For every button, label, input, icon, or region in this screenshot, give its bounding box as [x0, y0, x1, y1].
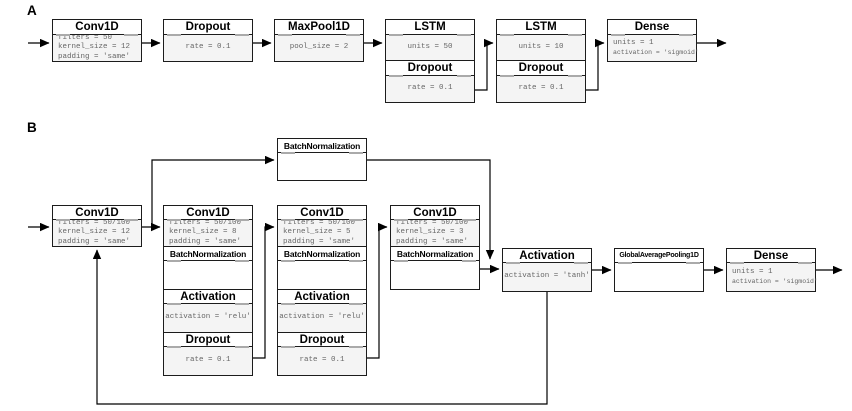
- layer-params: rate = 0.1: [496, 75, 586, 103]
- flow-arrow-b-conv3-conv4: [367, 222, 388, 359]
- layer-params-empty: [163, 260, 253, 290]
- layer-name-label: Conv1D: [390, 205, 480, 221]
- param-line: padding = 'same': [58, 52, 131, 61]
- layer-name-label: LSTM: [496, 19, 586, 36]
- param-line: padding = 'same': [169, 237, 242, 246]
- layer-name-label: LSTM: [385, 19, 475, 36]
- layer-name-label: Dense: [607, 19, 697, 36]
- layer-name-label: Conv1D: [52, 205, 142, 221]
- layer-params-empty: [614, 262, 704, 292]
- layer-name-label: Dropout: [163, 332, 253, 348]
- param-line: rate = 0.1: [299, 356, 345, 365]
- layer-params: activation = 'relu': [163, 303, 253, 333]
- layer-name-label: Activation: [277, 289, 367, 305]
- layer-params: units = 1 activation = 'sigmoid': [726, 262, 818, 292]
- layer-name-label: MaxPool1D: [274, 19, 364, 36]
- layer-block-a-dropout: Dropout rate = 0.1: [163, 19, 253, 62]
- layer-name-label: Conv1D: [52, 19, 142, 36]
- param-line: filters = 50/100: [283, 218, 356, 227]
- layer-params: rate = 0.1: [277, 346, 367, 376]
- flow-arrow-a-lstm1-lstm2: [475, 38, 494, 91]
- layer-name-label: Dropout: [385, 60, 475, 77]
- flow-arrow-b-conv2-conv3: [253, 222, 275, 359]
- param-line: padding = 'same': [283, 237, 356, 246]
- param-line: units = 50: [407, 42, 453, 51]
- section-label-b: B: [27, 120, 37, 135]
- layer-block-a-dense: Dense units = 1 activation = 'sigmoid': [607, 19, 699, 62]
- layer-block-b-batchnorm-branch: BatchNormalization: [277, 138, 367, 181]
- layer-params: rate = 0.1: [385, 75, 475, 103]
- param-line: activation = 'sigmoid': [732, 278, 818, 285]
- param-line: activation = 'sigmoid': [613, 49, 699, 56]
- layer-params: activation = 'tanh': [502, 262, 592, 292]
- param-line: kernel_size = 8: [169, 228, 237, 237]
- param-line: kernel_size = 3: [396, 228, 464, 237]
- layer-params: units = 1 activation = 'sigmoid': [607, 34, 699, 62]
- param-line: rate = 0.1: [518, 84, 564, 93]
- param-line: filters = 50: [58, 33, 113, 42]
- param-line: activation = 'relu': [165, 313, 251, 322]
- layer-params-empty: [277, 260, 367, 290]
- param-line: filters = 50/100: [58, 218, 131, 227]
- param-line: rate = 0.1: [407, 84, 453, 93]
- layer-name-label: Conv1D: [163, 205, 253, 221]
- param-line: activation = 'tanh': [504, 272, 590, 281]
- param-line: padding = 'same': [58, 237, 131, 246]
- layer-block-b-activation: Activation activation = 'tanh': [502, 248, 592, 292]
- layer-name-label: BatchNormalization: [390, 246, 480, 262]
- param-line: units = 10: [518, 42, 564, 51]
- param-line: kernel_size = 12: [58, 228, 131, 237]
- layer-block-a-lstm2: LSTM units = 10 Dropout rate = 0.1: [496, 19, 586, 103]
- layer-block-a-maxpool1d: MaxPool1D pool_size = 2: [274, 19, 364, 62]
- param-line: kernel_size = 12: [58, 43, 131, 52]
- layer-params: activation = 'relu': [277, 303, 367, 333]
- layer-name-label: Dropout: [277, 332, 367, 348]
- param-line: activation = 'relu': [279, 313, 365, 322]
- flow-arrow-a-lstm2-dense: [586, 38, 605, 91]
- layer-name-label: GlobalAveragePooling1D: [614, 248, 704, 264]
- layer-params: units = 10: [496, 34, 586, 61]
- layer-params: units = 50: [385, 34, 475, 61]
- layer-name-label: Dropout: [163, 19, 253, 36]
- layer-params-empty: [390, 260, 480, 290]
- layer-params: rate = 0.1: [163, 34, 253, 62]
- layer-params: rate = 0.1: [163, 346, 253, 376]
- layer-name-label: BatchNormalization: [277, 138, 367, 154]
- layer-block-b-dense: Dense units = 1 activation = 'sigmoid': [726, 248, 818, 292]
- layer-name-label: Conv1D: [277, 205, 367, 221]
- layer-block-b-globalaveragepooling1d: GlobalAveragePooling1D: [614, 248, 704, 292]
- layer-name-label: Dense: [726, 248, 816, 264]
- layer-params: pool_size = 2: [274, 34, 364, 62]
- layer-name-label: Activation: [502, 248, 592, 264]
- param-line: units = 1: [613, 38, 654, 47]
- layer-name-label: BatchNormalization: [163, 246, 253, 262]
- layer-params-empty: [277, 152, 367, 181]
- layer-name-label: Activation: [163, 289, 253, 305]
- param-line: kernel_size = 5: [283, 228, 351, 237]
- section-label-a: A: [27, 3, 37, 18]
- param-line: pool_size = 2: [289, 43, 349, 52]
- param-line: rate = 0.1: [185, 356, 231, 365]
- layer-name-label: Dropout: [496, 60, 586, 77]
- layer-name-label: BatchNormalization: [277, 246, 367, 262]
- param-line: rate = 0.1: [185, 43, 231, 52]
- param-line: units = 1: [732, 267, 773, 276]
- layer-block-a-lstm1: LSTM units = 50 Dropout rate = 0.1: [385, 19, 475, 103]
